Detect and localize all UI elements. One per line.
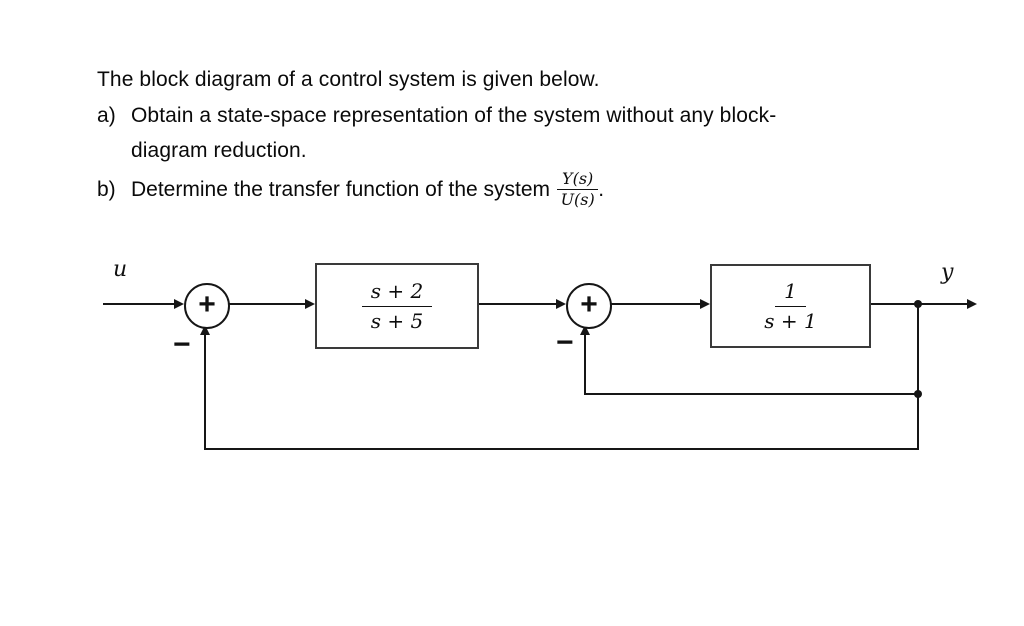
- part-b-row: b) Determine the transfer function of th…: [97, 169, 605, 210]
- output-takeoff-dot: [914, 300, 922, 308]
- part-a-text-line1: Obtain a state-space representation of t…: [131, 104, 777, 127]
- input-label: u: [113, 257, 128, 282]
- arrowhead-into-block1: [305, 299, 315, 309]
- arrowhead-inner-feedback-into-sum2: [580, 325, 590, 335]
- arrowhead-outer-feedback-into-sum1: [200, 325, 210, 335]
- arrowhead-output: [967, 299, 977, 309]
- sum2-to-block2-line: [608, 303, 700, 305]
- intro-text: The block diagram of a control system is…: [97, 68, 600, 91]
- fraction-numerator: Y(s): [557, 169, 599, 191]
- fraction: Y(s) U(s): [557, 169, 599, 210]
- block2-numerator: 1: [775, 279, 806, 307]
- outer-feedback-vertical: [204, 335, 206, 449]
- sum2-minus-sign: −: [556, 326, 574, 359]
- arrowhead-into-sum2: [556, 299, 566, 309]
- block1-denominator: s + 5: [370, 308, 424, 333]
- sum2-plus-sign: +: [580, 288, 598, 321]
- output-label: y: [941, 260, 954, 285]
- transfer-block-1: s + 2 s + 5: [315, 263, 479, 349]
- block1-numerator: s + 2: [361, 279, 433, 307]
- transfer-block-2: 1 s + 1: [710, 264, 871, 348]
- inner-feedback-horizontal: [584, 393, 919, 395]
- outer-feedback-horizontal: [204, 448, 919, 450]
- block2-fraction: 1 s + 1: [764, 279, 817, 333]
- block1-to-sum2-line: [475, 303, 556, 305]
- takeoff-vertical-line: [917, 304, 919, 450]
- inner-feedback-vertical: [584, 335, 586, 394]
- input-signal-line: [103, 303, 175, 305]
- summing-junction-1: +: [184, 283, 230, 329]
- arrowhead-into-sum1: [174, 299, 184, 309]
- part-b-text: Determine the transfer function of the s…: [131, 177, 551, 201]
- part-b-period: .: [598, 177, 605, 201]
- sum1-plus-sign: +: [198, 288, 216, 321]
- part-b-transfer-fraction: Y(s) U(s) .: [557, 169, 605, 210]
- block1-fraction: s + 2 s + 5: [361, 279, 433, 333]
- arrowhead-into-block2: [700, 299, 710, 309]
- fraction-denominator: U(s): [560, 190, 595, 210]
- summing-junction-2: +: [566, 283, 612, 329]
- block2-denominator: s + 1: [764, 308, 817, 333]
- part-a-text-line2: diagram reduction.: [131, 139, 307, 162]
- sum1-minus-sign: −: [173, 328, 191, 361]
- part-b-label: b): [97, 177, 116, 201]
- part-a-label: a): [97, 104, 116, 127]
- sum1-to-block1-line: [226, 303, 305, 305]
- inner-feedback-branch-dot: [914, 390, 922, 398]
